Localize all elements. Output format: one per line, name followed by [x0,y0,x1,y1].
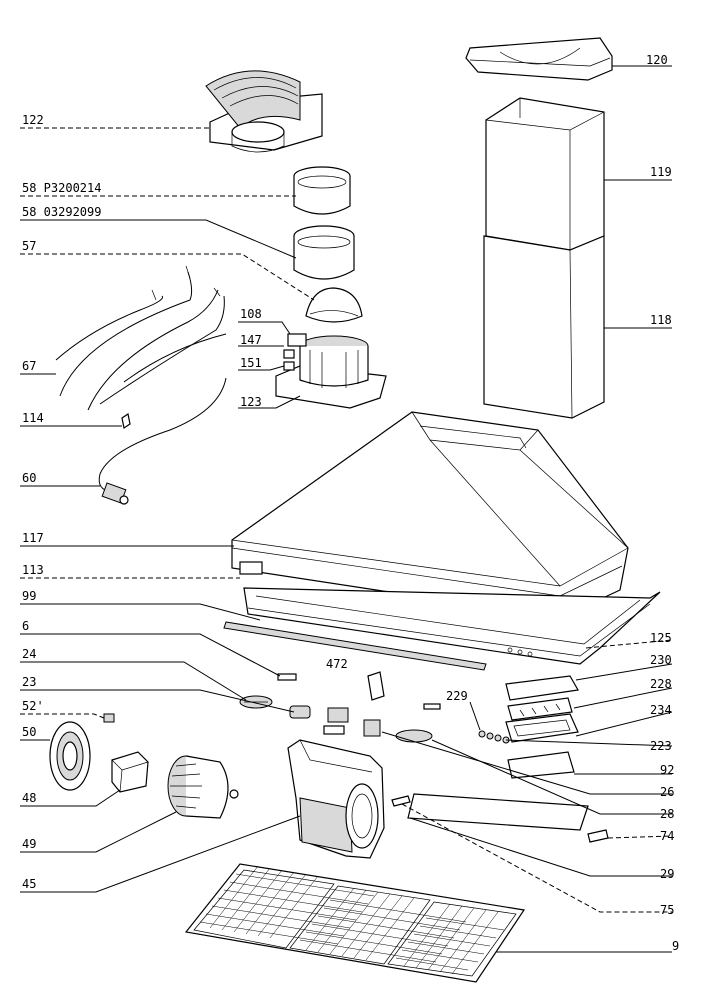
part-119-upper-chimney [485,97,605,251]
label-75: 75 [660,903,674,917]
part-57-valve-dome [305,287,363,323]
part-23-lamp [289,705,311,719]
label-123: 123 [240,395,262,409]
part-125-filter-frame [243,587,661,665]
part-9-grease-filters [184,863,526,983]
part-28-lamp [395,729,433,743]
part-228-buttons [507,697,573,721]
label-151: 151 [240,356,262,370]
part-26-capacitor [363,719,381,737]
label-26: 26 [660,785,674,799]
part-99-light-strip [223,621,487,671]
part-234-panel [505,713,579,743]
label-230: 230 [650,653,672,667]
part-49-fan-wheel [167,755,239,819]
label-60: 60 [22,471,36,485]
part-45-blower-housing [287,739,385,859]
part-120-top-bracket [465,37,613,81]
label-229: 229 [446,689,468,703]
label-118: 118 [650,313,672,327]
label-92: 92 [660,763,674,777]
label-119: 119 [650,165,672,179]
part-472-bracket [367,671,385,701]
label-228: 228 [650,677,672,691]
label-122: 122 [22,113,44,127]
label-108: 108 [240,307,262,321]
label-6: 6 [22,619,29,633]
part-123-mounting-plate [275,333,387,409]
label-67: 67 [22,359,36,373]
label-114: 114 [22,411,44,425]
part-114-clip [121,413,131,429]
part-58-duct-ring-upper [293,166,351,215]
label-113: 113 [22,563,44,577]
part-75-clip [391,795,411,807]
part-labels: 120 119 118 122 58 P3200214 58 03292099 … [22,53,679,953]
part-52-nut [103,713,115,723]
label-52: 52' [22,699,44,713]
label-48: 48 [22,791,36,805]
filter-mesh [199,865,505,975]
part-29-light-cover [407,793,589,831]
label-125: 125 [650,631,672,645]
part-switch-block [323,707,349,735]
label-234: 234 [650,703,672,717]
part-92-plate [507,751,575,779]
part-118-lower-chimney [483,235,605,419]
label-120: 120 [646,53,668,67]
label-58-p3200214: 58 P3200214 [22,181,101,195]
part-74-clip [587,829,609,843]
label-223: 223 [650,739,672,753]
label-147: 147 [240,333,262,347]
label-58-03292099: 58 03292099 [22,205,101,219]
label-50: 50 [22,725,36,739]
label-28: 28 [660,807,674,821]
part-58-duct-ring-lower [293,225,355,280]
label-9: 9 [672,939,679,953]
part-60-power-cord [98,377,227,505]
part-113-switch [239,561,263,575]
part-50-motor-plate [49,721,91,791]
part-small-connector-2 [423,703,441,710]
label-45: 45 [22,877,36,891]
part-117-hood-canopy [231,411,629,619]
part-48-capacitor [111,751,149,793]
label-57: 57 [22,239,36,253]
part-67-wiring [55,265,227,411]
label-74: 74 [660,829,674,843]
label-99: 99 [22,589,36,603]
label-29: 29 [660,867,674,881]
part-6-connector [277,673,297,681]
label-23: 23 [22,675,36,689]
part-229-buttons [478,730,510,744]
leader-lines [20,65,673,953]
label-24: 24 [22,647,36,661]
label-117: 117 [22,531,44,545]
part-230-cover [505,675,579,701]
label-472: 472 [326,657,348,671]
label-49: 49 [22,837,36,851]
part-122-duct-adapter [205,70,323,153]
